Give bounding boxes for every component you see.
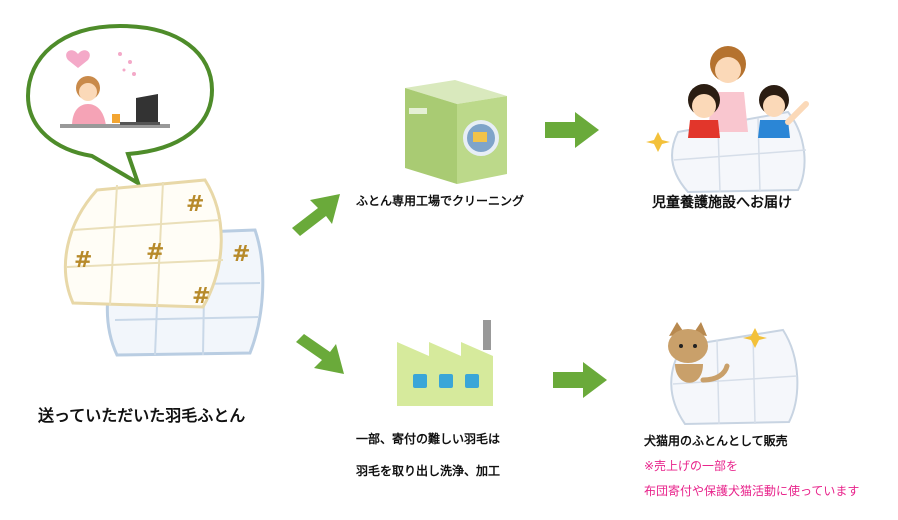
tag-symbol: # — [192, 284, 211, 309]
cat-on-duvet-illustration — [668, 322, 799, 426]
step-processing-label-line2: 羽毛を取り出し洗浄、加工 — [356, 464, 501, 478]
factory-icon — [397, 320, 493, 406]
step-processing-label-line1: 一部、寄付の難しい羽毛は — [356, 432, 501, 446]
duvet-stack-illustration — [63, 178, 265, 357]
result-pet-duvet-label: 犬猫用のふとんとして販売 — [644, 434, 788, 448]
note-line2: 布団寄付や保護犬猫活動に使っています — [644, 484, 860, 498]
person-at-laptop-icon — [60, 50, 170, 128]
arrow-icon — [296, 334, 344, 374]
arrow-icon — [553, 362, 607, 398]
tag-symbol: # — [232, 242, 251, 267]
arrow-icon — [545, 112, 599, 148]
thought-bubble — [25, 23, 215, 188]
tag-symbol: # — [186, 192, 205, 217]
industrial-washing-machine-icon — [405, 80, 507, 184]
children-with-duvet-illustration — [646, 46, 809, 194]
source-caption: 送っていただいた羽毛ふとん — [38, 406, 246, 425]
note-line1: ※売上げの一部を — [644, 459, 739, 473]
result-orphanage-label: 児童養護施設へお届け — [652, 195, 792, 211]
step-cleaning-label: ふとん専用工場でクリーニング — [356, 194, 525, 208]
tag-symbol: # — [146, 240, 165, 265]
arrow-icon — [292, 194, 340, 236]
tag-symbol: # — [74, 248, 93, 273]
